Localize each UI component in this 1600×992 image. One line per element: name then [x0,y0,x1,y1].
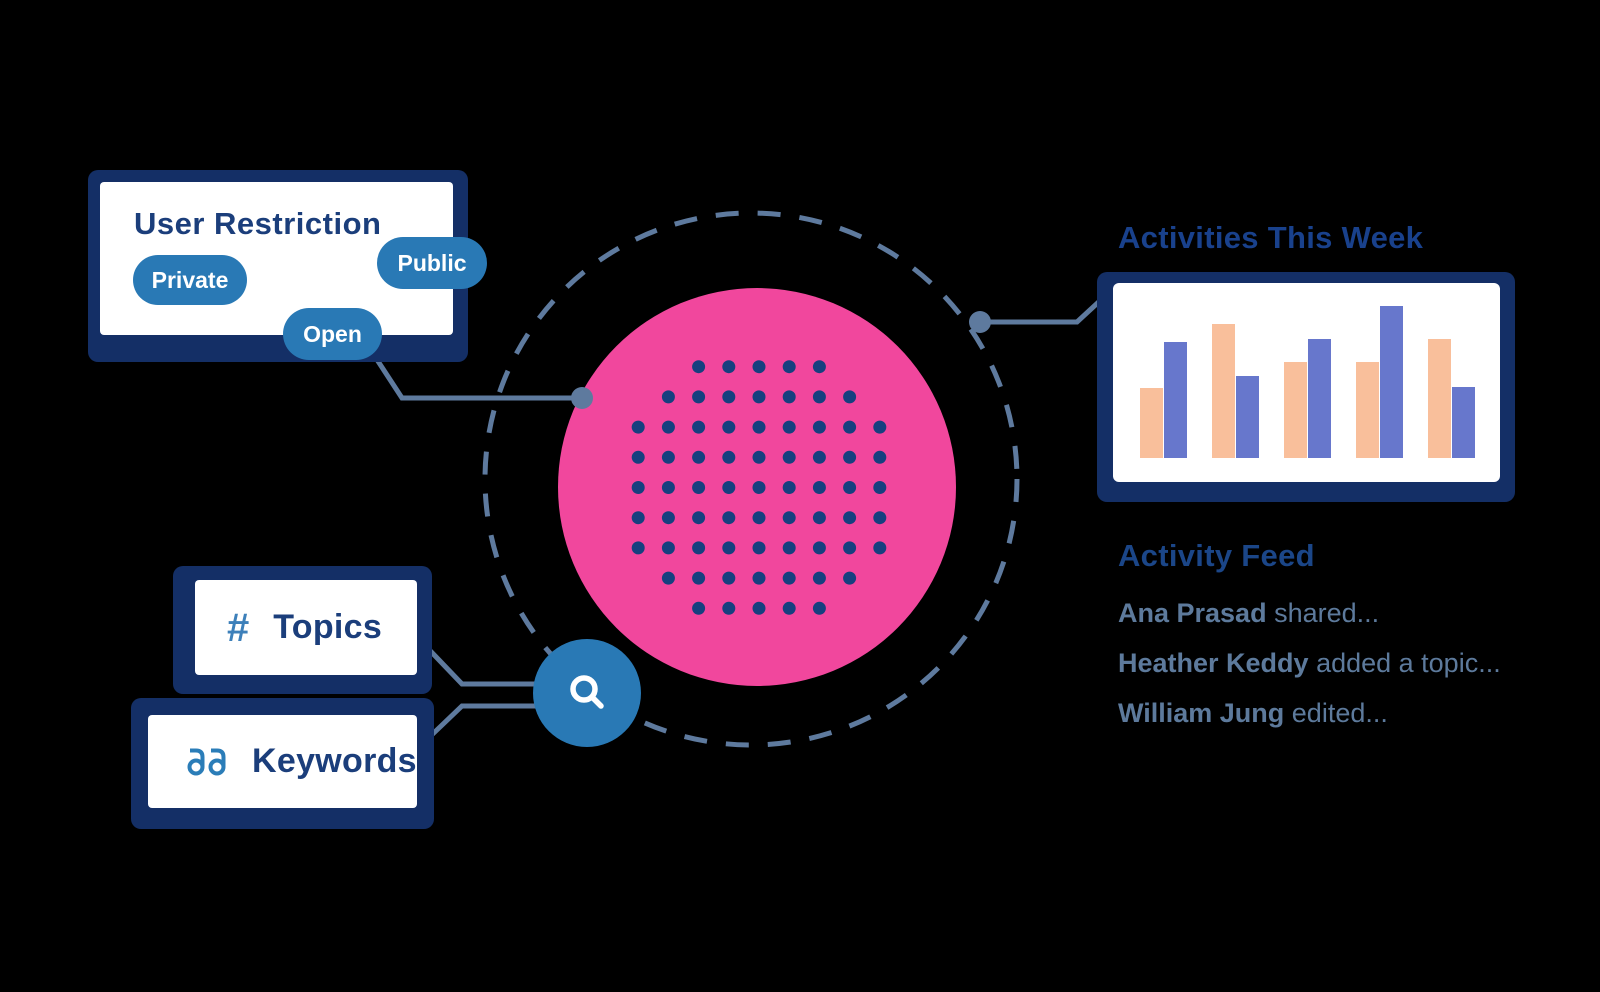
public-pill[interactable]: Public [377,237,487,289]
bar-series_1-group1 [1140,388,1163,458]
dashed-orbit-circle [482,210,1020,748]
user-restriction-title: User Restriction [134,206,382,241]
private-pill[interactable]: Private [133,255,247,305]
bar-series_2-group3 [1308,339,1331,458]
connector-node-right [969,311,991,333]
connector-node-left [571,387,593,409]
search-button[interactable] [533,639,641,747]
bar-chart [1113,283,1500,482]
open-pill[interactable]: Open [283,308,382,360]
feed-entry-name: William Jung [1118,698,1285,728]
keywords-label: Keywords [252,742,417,780]
bar-series_1-group2 [1212,324,1235,458]
bar-series_2-group2 [1236,376,1259,458]
feed-entry-action: edited... [1284,698,1388,728]
bar-series_2-group1 [1164,342,1187,458]
feed-entry: Ana Prasad shared... [1118,598,1379,629]
bar-series_1-group4 [1356,362,1379,458]
activity-feed-title: Activity Feed [1118,538,1315,573]
hash-icon: # [227,605,250,650]
topics-label: Topics [273,608,383,646]
connector-activities [980,284,1118,325]
bar-series_2-group4 [1380,306,1403,458]
bar-series_2-group5 [1452,387,1475,458]
feed-entry-name: Ana Prasad [1118,598,1267,628]
dot-pattern [631,360,887,615]
topics-card[interactable]: # Topics [195,580,417,675]
connector-topics [415,635,549,687]
feed-entry: Heather Keddy added a topic... [1118,648,1501,679]
connector-keywords [415,703,549,751]
double-quote-icon [187,748,226,775]
activities-title: Activities This Week [1118,220,1424,255]
feed-entry-name: Heather Keddy [1118,648,1309,678]
keywords-card[interactable]: Keywords [148,715,417,808]
feed-entry-action: added a topic... [1308,648,1501,678]
feed-entry: William Jung edited... [1118,698,1388,729]
bar-series_1-group3 [1284,362,1307,458]
search-icon [570,675,604,709]
connector-user-restriction [369,350,582,401]
feed-entry-action: shared... [1266,598,1380,628]
bar-series_1-group5 [1428,339,1451,458]
activities-chart-card [1113,283,1500,482]
